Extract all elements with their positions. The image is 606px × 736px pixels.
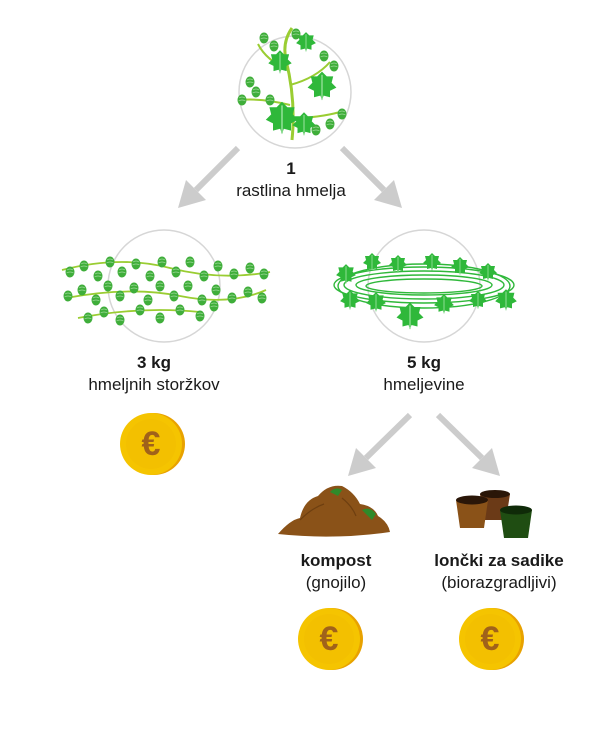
- euro-coin-icon: €: [459, 608, 524, 670]
- root-name: rastlina hmelja: [236, 181, 346, 200]
- bines-label: 5 kg hmeljevine: [304, 352, 544, 396]
- arrow-bines-to-pots: [435, 412, 500, 476]
- arrow-bines-to-compost: [348, 412, 413, 476]
- hop-bine-coil-icon: [333, 229, 518, 343]
- pots-name: lončki za sadike: [434, 551, 564, 570]
- bines-amount: 5 kg: [406, 353, 442, 372]
- arrow-root-to-bines: [339, 145, 402, 208]
- cones-amount: 3 kg: [136, 353, 172, 372]
- cones-name: hmeljnih storžkov: [88, 375, 220, 394]
- compost-note: (gnojilo): [305, 573, 367, 592]
- root-label: 1 rastlina hmelja: [171, 158, 411, 202]
- arrow-root-to-cones: [178, 145, 241, 208]
- hop-cones-icon: [61, 229, 271, 343]
- euro-symbol-compost: €: [320, 620, 339, 658]
- hop-plant-icon: [237, 27, 352, 149]
- pots-label: lončki za sadike (biorazgradljivi): [379, 550, 606, 594]
- cones-label: 3 kg hmeljnih storžkov: [34, 352, 274, 396]
- compost-name: kompost: [300, 551, 372, 570]
- pots-note: (biorazgradljivi): [441, 573, 557, 592]
- euro-coin-icon: €: [298, 608, 363, 670]
- bines-name: hmeljevine: [383, 375, 465, 394]
- euro-symbol-pots: €: [481, 620, 500, 658]
- compost-label: kompost (gnojilo): [216, 550, 456, 594]
- compost-pile-icon: [278, 485, 390, 537]
- seedling-pots-icon: [456, 490, 532, 538]
- euro-symbol-cones: €: [142, 425, 161, 463]
- root-count: 1: [286, 159, 296, 178]
- euro-coin-icon: €: [120, 413, 185, 475]
